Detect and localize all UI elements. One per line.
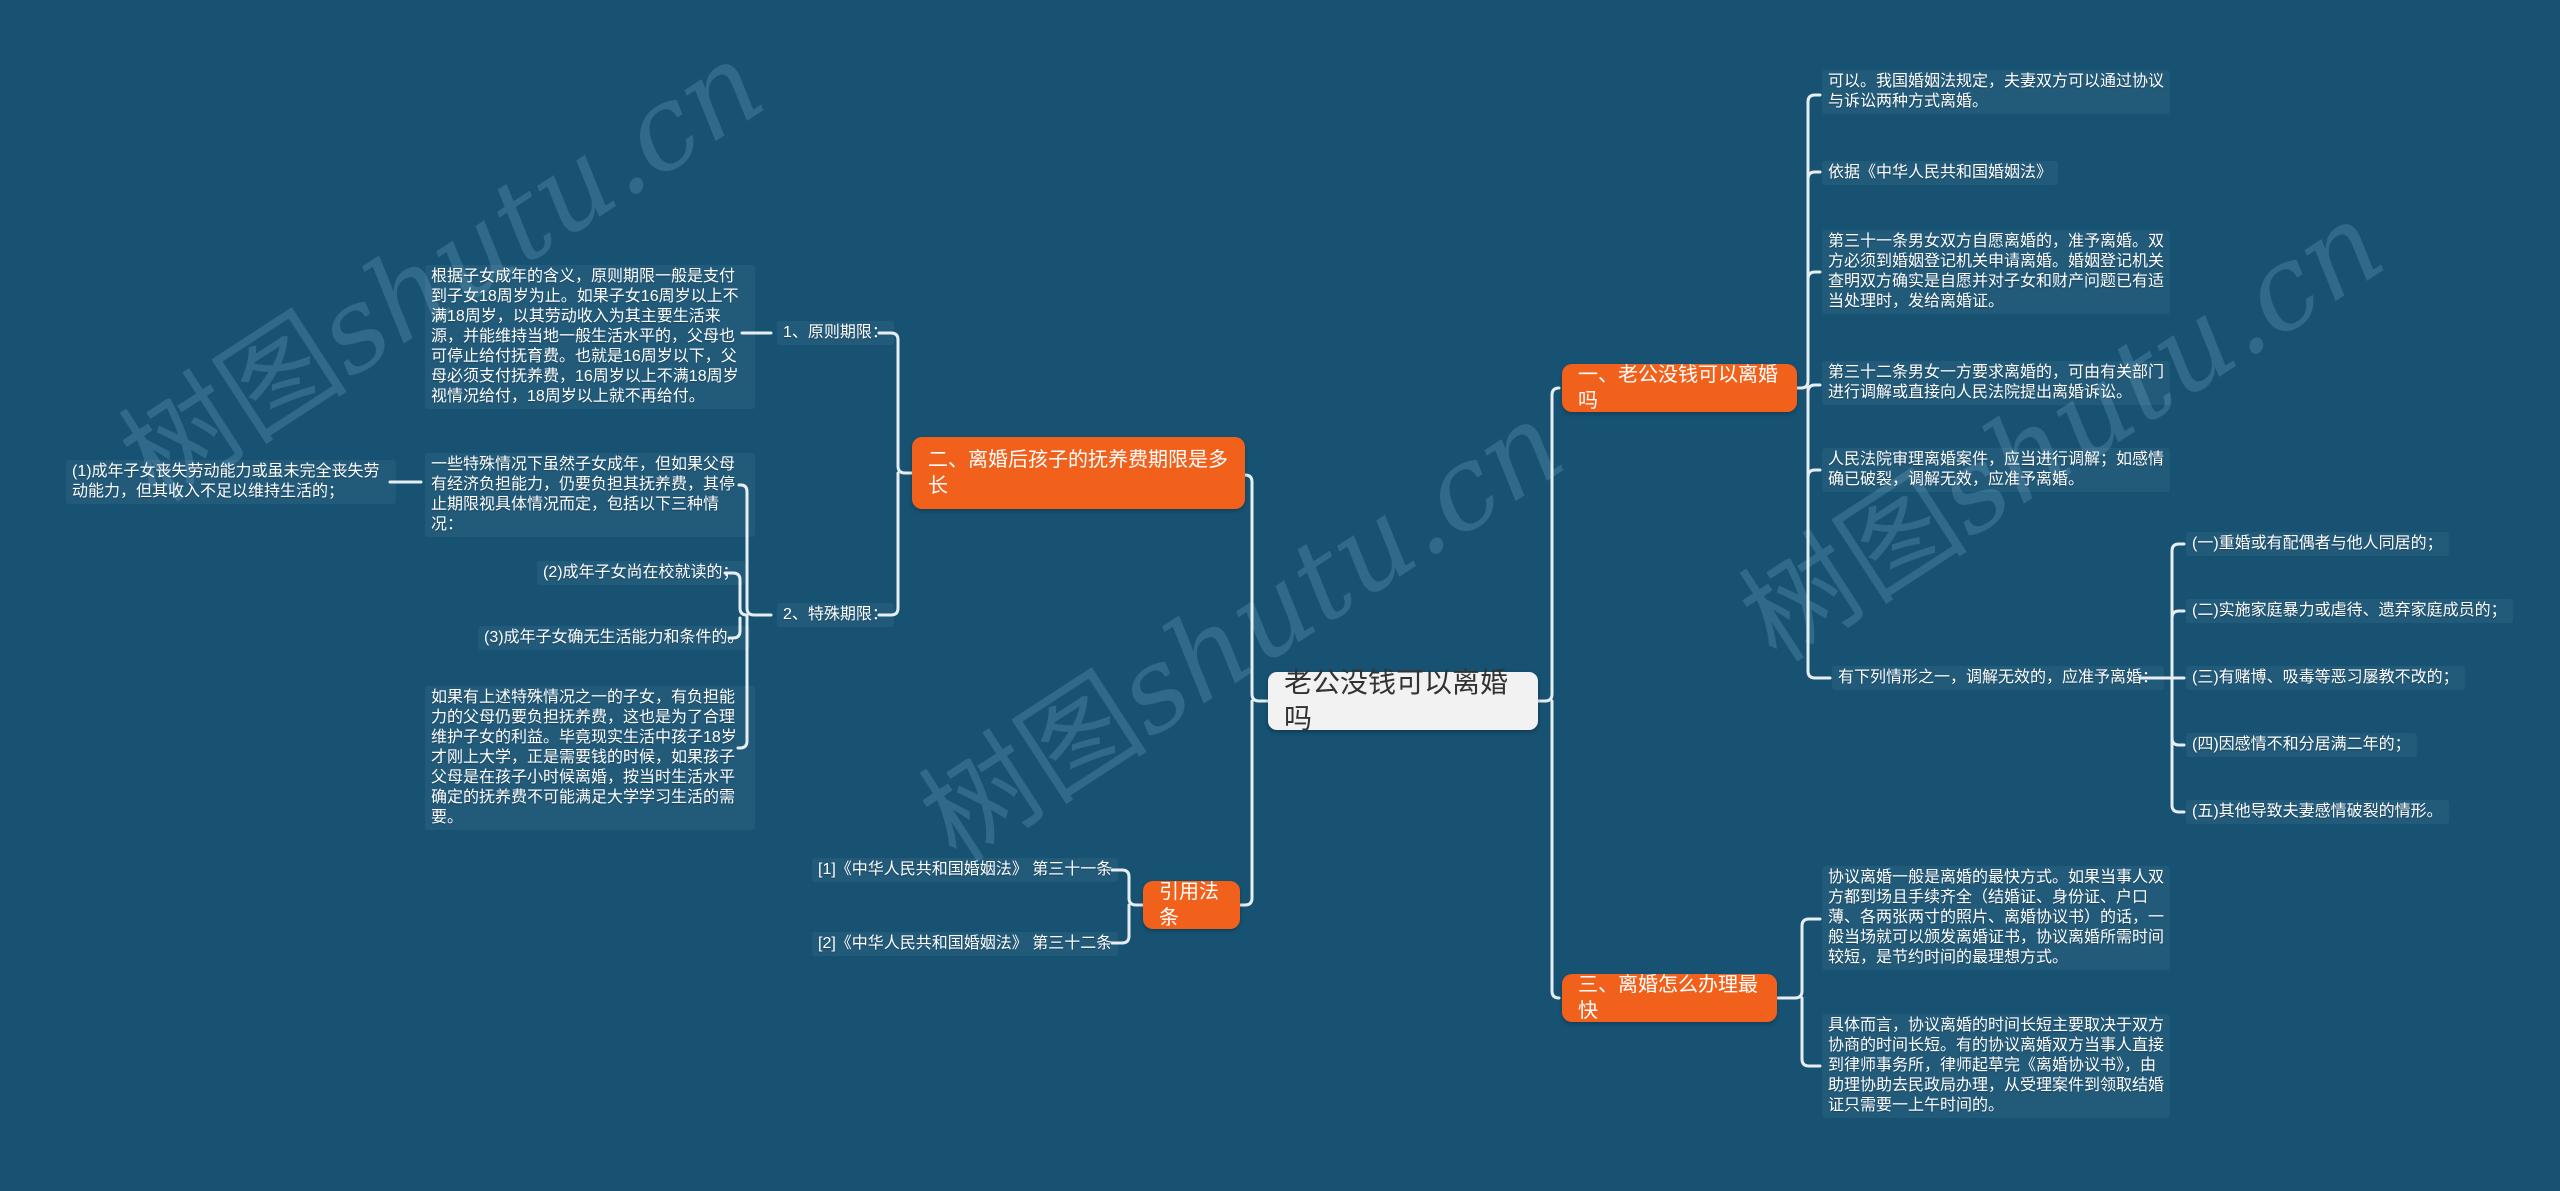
connector-b1-s5 xyxy=(1806,468,1822,479)
branch-one-answer[interactable]: 第三十二条男女一方要求离婚的，可由有关部门进行调解或直接向人民法院提出离婚诉讼。 xyxy=(1822,361,2170,405)
situation-item[interactable]: (五)其他导致夫妻感情破裂的情形。 xyxy=(2186,800,2449,824)
branch-three-node[interactable]: 三、离婚怎么办理最快 xyxy=(1562,974,1777,1022)
branch-one-answer[interactable]: 依据《中华人民共和国婚姻法》 xyxy=(1822,161,2059,185)
branch-one-answer[interactable]: 人民法院审理离婚案件，应当进行调解；如感情确已破裂，调解无效，应准予离婚。 xyxy=(1822,448,2170,492)
connector-situations-s4 xyxy=(2170,736,2186,747)
branch-two-node[interactable]: 二、离婚后孩子的抚养费期限是多长 xyxy=(912,437,1245,509)
connector-b1-main xyxy=(1795,93,1822,390)
principle-text[interactable]: 根据子女成年的含义，原则期限一般是支付到子女18周岁为止。如果子女16周岁以上不… xyxy=(425,265,755,409)
situation-item[interactable]: (一)重婚或有配偶者与他人同居的； xyxy=(2186,532,2449,556)
connector-b1-s4 xyxy=(1806,383,1822,394)
branch-one-answer[interactable]: 有下列情形之一，调解无效的，应准予离婚： xyxy=(1832,666,2165,690)
branch-one-answer[interactable]: 可以。我国婚姻法规定，夫妻双方可以通过协议与诉讼两种方式离婚。 xyxy=(1822,70,2170,114)
watermark: 树图shutu.cn xyxy=(900,376,1587,886)
connector-center-right-down xyxy=(1550,699,1561,1000)
situation-item[interactable]: (三)有赌博、吸毒等恶习屡教不改的； xyxy=(2186,666,2465,690)
connector-b1-s2 xyxy=(1806,170,1822,181)
branch-one-answer[interactable]: 第三十一条男女双方自愿离婚的，准予离婚。双方必须到婚姻登记机关申请离婚。婚姻登记… xyxy=(1822,230,2170,314)
center-topic-node[interactable]: 老公没钱可以离婚吗 xyxy=(1268,667,1538,734)
branch-one-node[interactable]: 一、老公没钱可以离婚吗 xyxy=(1562,364,1797,412)
connector-b1-down xyxy=(1806,386,1832,680)
connector-b1-s3 xyxy=(1806,270,1822,281)
situation-item[interactable]: (四)因感情不和分居满二年的； xyxy=(2186,733,2417,757)
connector-center-right-up xyxy=(1536,386,1561,703)
connector-center-left-up xyxy=(1243,473,1270,703)
connector-b2-down xyxy=(877,471,900,617)
principle-label[interactable]: 1、原则期限： xyxy=(777,321,894,345)
special-intro[interactable]: 一些特殊情况下虽然子女成年，但如果父母有经济负担能力，仍要负担其抚养费，其停止期… xyxy=(425,453,755,537)
connector-situations-trunk xyxy=(2170,542,2186,814)
special-case-school[interactable]: (2)成年子女尚在校就读的； xyxy=(537,561,745,585)
situation-item[interactable]: (二)实施家庭暴力或虐待、遗弃家庭成员的； xyxy=(2186,599,2513,623)
special-label[interactable]: 2、特殊期限： xyxy=(777,603,894,627)
connector-center-left-down xyxy=(1238,699,1254,907)
branch-three-paragraph[interactable]: 协议离婚一般是离婚的最快方式。如果当事人双方都到场且手续齐全（结婚证、身份证、户… xyxy=(1822,866,2170,970)
connector-b3-down xyxy=(1800,996,1822,1068)
connector-b3-up xyxy=(1776,917,1822,1000)
reference-item[interactable]: [1]《中华人民共和国婚姻法》 第三十一条 xyxy=(812,858,1119,882)
branch-three-paragraph[interactable]: 具体而言，协议离婚的时间长短主要取决于双方协商的时间长短。有的协议离婚双方当事人… xyxy=(1822,1014,2170,1118)
special-case-no-ability[interactable]: (3)成年子女确无生活能力和条件的。 xyxy=(478,626,750,650)
connector-b2-up xyxy=(877,331,915,475)
reference-item[interactable]: [2]《中华人民共和国婚姻法》 第三十二条 xyxy=(812,932,1119,956)
connector-situations-s2 xyxy=(2170,609,2186,620)
special-note[interactable]: 如果有上述特殊情况之一的子女，有负担能力的父母仍要负担抚养费，这也是为了合理维护… xyxy=(425,686,755,830)
special-case-disability[interactable]: (1)成年子女丧失劳动能力或虽未完全丧失劳动能力，但其收入不足以维持生活的； xyxy=(66,460,396,504)
references-node[interactable]: 引用法条 xyxy=(1143,881,1240,929)
